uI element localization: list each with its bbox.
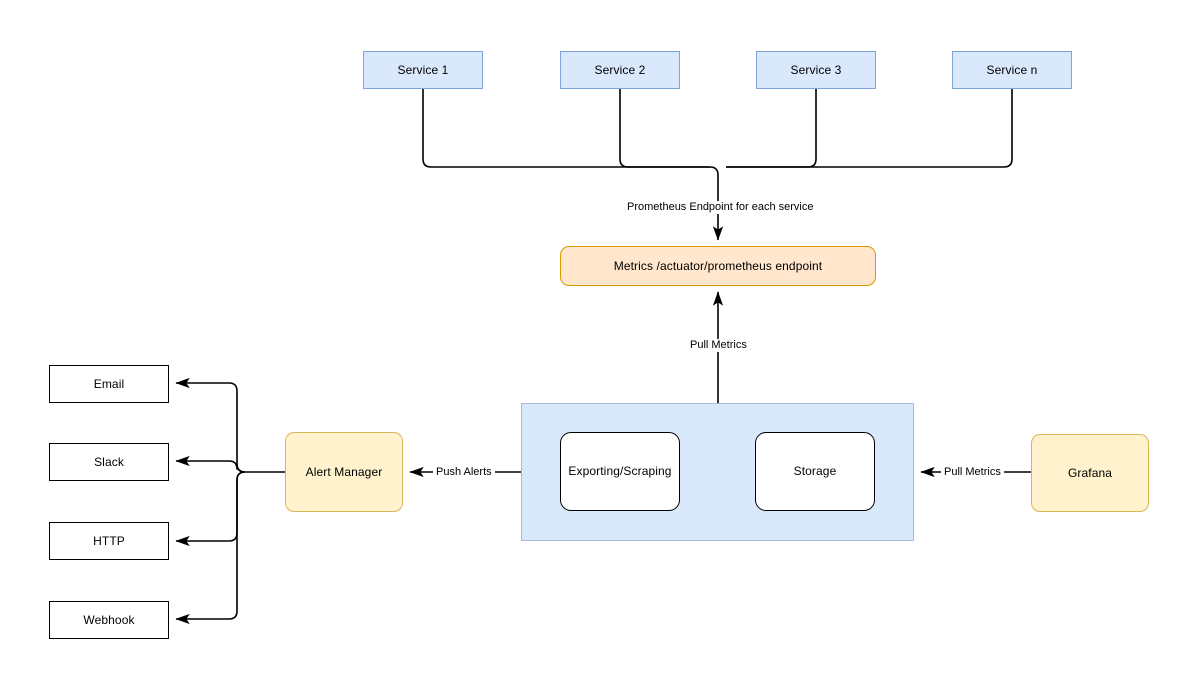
- exporting-scraping-label: Exporting/Scraping: [568, 464, 672, 478]
- notification-box-slack[interactable]: Slack: [49, 443, 169, 481]
- edge-label-push-alerts: Push Alerts: [433, 466, 495, 480]
- edge-servicen-to-bus: [726, 89, 1013, 168]
- notification-box-http[interactable]: HTTP: [49, 522, 169, 560]
- notification-box-email[interactable]: Email: [49, 365, 169, 403]
- edge-label-pull-metrics-grafana-text: Pull Metrics: [944, 466, 1001, 478]
- notification-box-webhook[interactable]: Webhook: [49, 601, 169, 639]
- notification-box-webhook-label: Webhook: [83, 612, 135, 627]
- notification-box-email-label: Email: [93, 376, 125, 391]
- alert-manager-label: Alert Manager: [305, 464, 383, 479]
- service-box-3[interactable]: Service 3: [756, 51, 876, 89]
- storage-label: Storage: [793, 464, 837, 478]
- edge-service1-to-bus: [422, 89, 710, 168]
- service-box-2-label: Service 2: [594, 62, 646, 77]
- edge-service2-to-bus: [619, 89, 710, 168]
- storage-box[interactable]: Storage: [755, 432, 875, 511]
- notification-box-slack-label: Slack: [94, 454, 124, 469]
- exporting-scraping-box[interactable]: Exporting/Scraping: [560, 432, 680, 511]
- edge-label-push-alerts-text: Push Alerts: [436, 466, 492, 478]
- service-box-3-label: Service 3: [790, 62, 842, 77]
- edge-alertmanager-to-slack: [175, 455, 246, 473]
- service-box-n-label: Service n: [986, 62, 1038, 77]
- alert-manager-box[interactable]: Alert Manager: [285, 432, 403, 512]
- edge-service3-to-bus: [726, 89, 817, 168]
- grafana-box[interactable]: Grafana: [1031, 434, 1149, 512]
- edge-alertmanager-to-http: [175, 471, 246, 547]
- edge-alertmanager-to-email: [175, 377, 246, 473]
- edge-label-pull-metrics-grafana: Pull Metrics: [941, 466, 1004, 480]
- grafana-label: Grafana: [1067, 465, 1113, 480]
- edge-label-prometheus-endpoint-text: Prometheus Endpoint for each service: [627, 201, 814, 213]
- metrics-endpoint-box[interactable]: Metrics /actuator/prometheus endpoint: [560, 246, 876, 286]
- service-box-1[interactable]: Service 1: [363, 51, 483, 89]
- service-box-n[interactable]: Service n: [952, 51, 1072, 89]
- edge-label-pull-metrics-top-text: Pull Metrics: [690, 339, 747, 351]
- notification-box-http-label: HTTP: [93, 533, 125, 548]
- service-box-2[interactable]: Service 2: [560, 51, 680, 89]
- edge-label-prometheus-endpoint: Prometheus Endpoint for each service: [624, 201, 817, 215]
- edge-alertmanager-to-webhook: [175, 471, 246, 625]
- edge-label-pull-metrics-top: Pull Metrics: [687, 339, 750, 353]
- metrics-endpoint-label: Metrics /actuator/prometheus endpoint: [613, 258, 823, 273]
- service-box-1-label: Service 1: [397, 62, 449, 77]
